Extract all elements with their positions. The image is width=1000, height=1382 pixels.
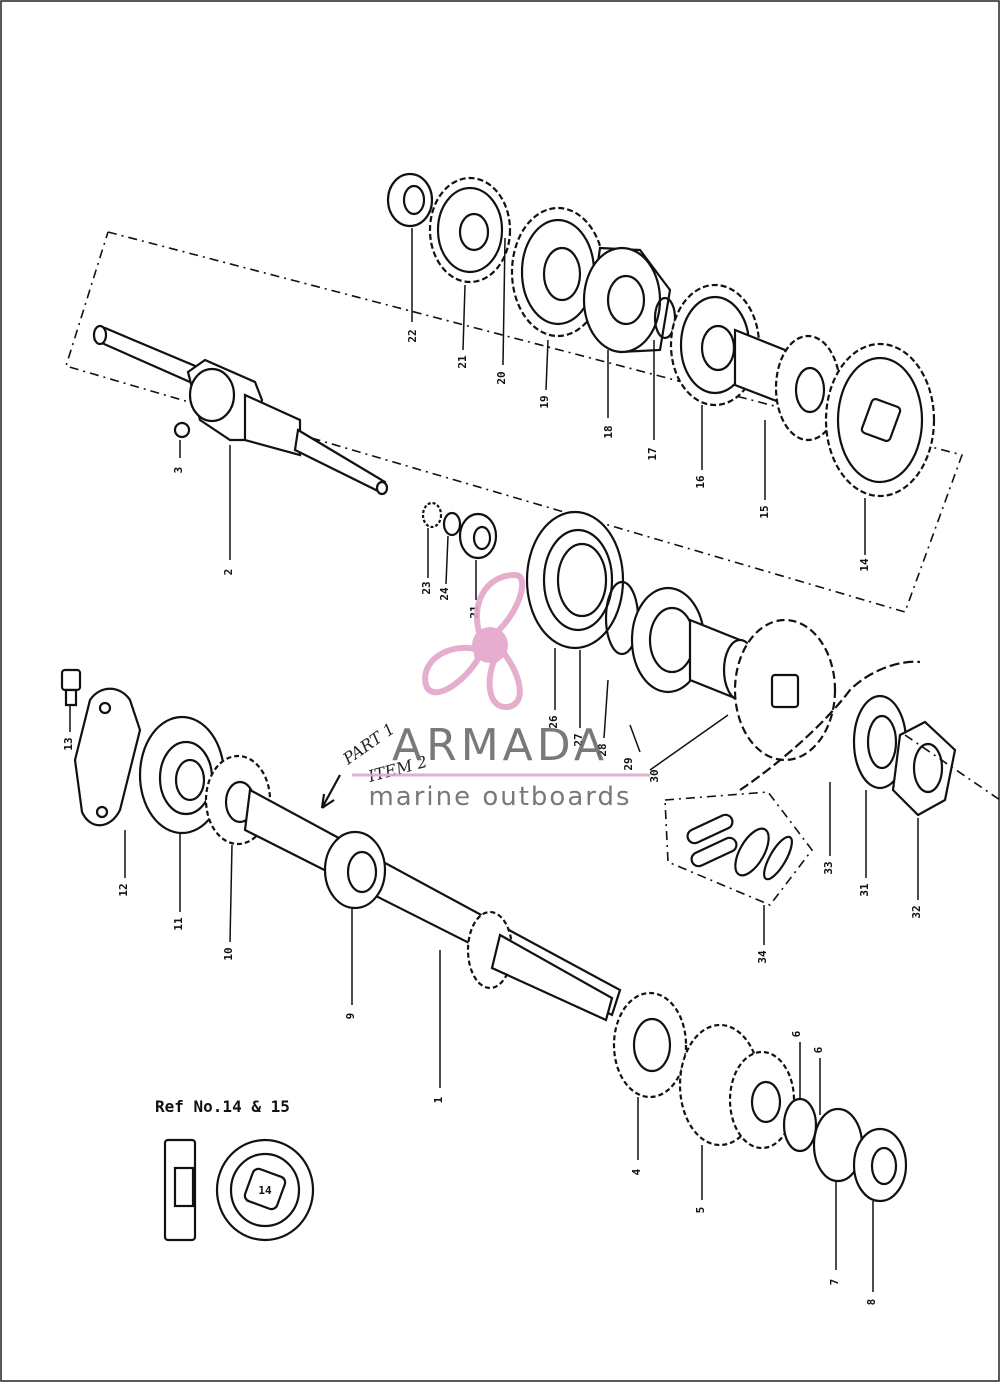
sprocket-nut-32 [891,720,957,817]
callout-11: 11 [172,917,185,931]
chain-joint-34 [664,791,814,906]
callout-23: 23 [420,581,433,594]
callout-6: 6 [790,1030,803,1037]
reference-inset: Ref No.14 & 15 14 [155,1097,315,1242]
callout-24: 24 [438,587,451,601]
gear-14 [824,342,936,498]
callout-26: 26 [547,715,560,729]
callout-13: 13 [62,737,75,750]
nut-23 [421,501,443,529]
callout-34: 34 [756,950,769,964]
callout-14: 14 [858,558,871,572]
propeller-logo [422,571,526,710]
thrust-washer-9 [323,830,387,910]
callout-18: 18 [602,425,615,438]
callout-19: 19 [538,395,551,408]
gear-cluster-5 [678,1023,796,1150]
callout-32: 32 [910,905,923,918]
drive-chain-33 [739,660,921,791]
callout-28: 28 [596,743,609,756]
bearing-retainer-12 [73,687,142,827]
reference-note: Ref No.14 & 15 [155,1097,290,1116]
leader-lines [69,228,919,1292]
callout-15: 15 [758,505,771,518]
gear-cluster-15 [733,328,842,442]
washer-24 [442,511,462,537]
bearing-11 [138,715,226,835]
callout-16: 16 [694,475,707,489]
callout-8: 8 [865,1299,878,1306]
callout-30: 30 [648,769,661,782]
callout-4: 4 [630,1168,643,1175]
callout-29: 29 [622,757,635,770]
gear-4 [612,991,688,1099]
callout-6b: 6 [812,1046,825,1053]
callout-5: 5 [694,1207,707,1214]
sprocket-30 [733,618,837,762]
callout-labels: 22 21 20 19 18 17 16 15 14 3 2 23 24 21 … [62,329,923,1305]
bearing-26 [525,510,625,650]
washer-22 [386,172,434,228]
collar-21 [458,512,498,560]
watermark-tagline: marine outboards [368,782,631,812]
callout-20: 20 [495,371,508,384]
mainshaft-1 [243,788,622,1022]
watermark-brand: ARMADA [392,720,608,771]
callout-2: 2 [222,569,235,576]
callout-31: 31 [858,883,871,897]
callout-17: 17 [646,447,659,460]
callout-22: 22 [406,329,419,342]
callout-12: 12 [117,883,130,896]
callout-27: 27 [572,733,585,746]
countershaft [92,324,389,496]
callout-33: 33 [822,861,835,874]
countershaft-group-outline [64,231,964,613]
callout-7: 7 [828,1279,841,1286]
bolt-13 [60,668,82,707]
callout-10: 10 [222,947,235,960]
callout-9: 9 [344,1013,357,1020]
gear-21 [428,176,512,284]
washer-6 [782,1097,818,1153]
gear-19 [510,206,606,338]
armada-watermark: ARMADA marine outboards [352,571,650,812]
ref-inset-label: 14 [258,1184,272,1197]
bearing-8 [852,1127,908,1203]
gear-hub-18 [582,246,672,354]
callout-21-top: 21 [456,355,469,369]
callout-1: 1 [432,1096,445,1103]
callout-3: 3 [172,467,185,474]
